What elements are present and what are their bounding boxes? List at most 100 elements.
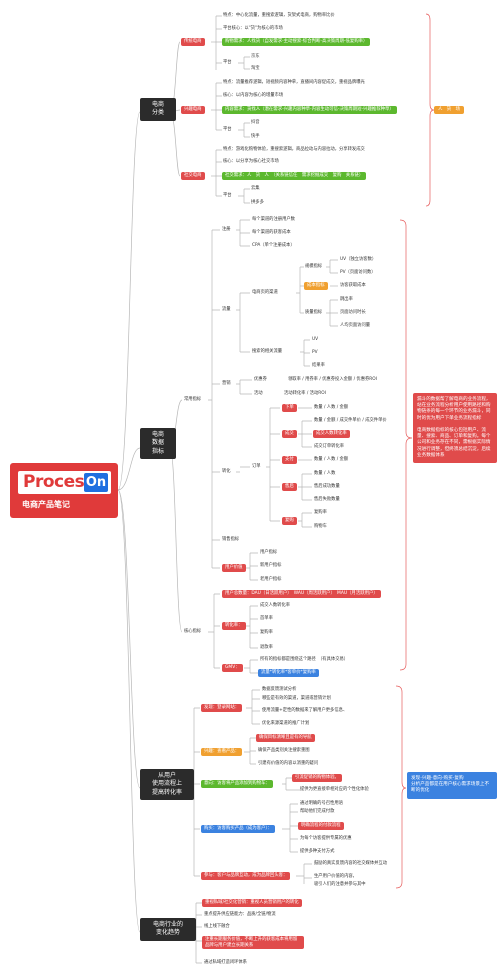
metric-ops: 营销 <box>222 381 231 386</box>
conv-order: 订单 <box>252 464 261 469</box>
metric-common: 常用指标 <box>184 397 202 402</box>
order-aftersale: 售后 <box>282 483 297 491</box>
logo-on-text: On <box>84 473 108 492</box>
main-node-user-flow: 从用户 使用流程上 提高转化率 <box>140 769 194 801</box>
order-deal-2: 成交订单转化率 <box>314 444 345 449</box>
social-logic: 社交需求：人 货 人 （关系链信任 需求挖掘成交 复购 关系链） <box>222 172 367 180</box>
ops-coupon-detail: 领取率 / 用券率 / 优惠券投入金额 / 优惠券ROI <box>288 377 377 382</box>
traffic-search: 搜索的相关流量 <box>252 349 283 354</box>
search-result-rate: 结果率 <box>312 363 325 368</box>
tag-people-goods-place: 人 货 场 <box>434 106 464 114</box>
social-feature-1: 特点：游戏化购物体验，重搜索逻辑，商品拉动与内容拉动，分享转发成交 <box>223 147 365 152</box>
core-rate-1: 成交人数转化率 <box>260 603 291 608</box>
social-platform-yunji: 云集 <box>251 186 260 191</box>
core-users: 用户总数量：DAU（日活跃用户） WAU（周活跃用户） MAU（月活跃用户） <box>222 590 381 598</box>
order-place-1: 数量 / 人数 / 金额 <box>314 405 349 410</box>
metric-reg-2: 每个渠道的获客成本 <box>252 230 291 235</box>
trend-2: 重点提升供应链能力：品质/全链/物流 <box>204 912 276 917</box>
social-platform: 平台 <box>223 193 232 198</box>
order-deal: 成交 <box>282 430 297 438</box>
user-value-3: 老用户指标 <box>260 577 282 582</box>
metric-user-value: 用户价值 <box>222 564 246 572</box>
core-gmv: GMV： <box>222 664 243 672</box>
trad-feature-2: 平台核心：以"货"为核心的市场 <box>223 26 283 31</box>
order-place: 下单 <box>282 404 297 412</box>
traffic-page-channel: 电商页的渠道 <box>252 290 278 295</box>
core-rate-3: 复购率 <box>260 630 273 635</box>
trend-3: 线上线下融合 <box>204 924 230 929</box>
flow-intent-2: 提供为更直接单相对应的个性化体验 <box>300 787 369 792</box>
flow-purchase-3: 明确流程的付款流程 <box>298 822 344 830</box>
flow-purchase-1: 通过明确的号召性用语 <box>300 801 343 806</box>
flow-purchase: 购买：访客购买产品（成为客户）： <box>201 825 276 833</box>
order-aftersale-3: 售后失败数量 <box>314 497 340 502</box>
flow-discover-3: 使用流量+定性的数据来了解用户更多信息、 <box>262 708 348 713</box>
ops-activity: 活动 <box>254 391 263 396</box>
metric-register: 注册 <box>222 227 231 232</box>
core-gmv-1: 所有的指标都是围绕这个路径 （有具体交易） <box>260 657 349 662</box>
flow-discover-4: 优化来源渠道的推广计划 <box>262 721 310 726</box>
main-node-data-metrics: 电商 数据 指标 <box>140 428 176 460</box>
metric-core: 核心指标 <box>184 629 202 634</box>
search-uv: UV <box>312 337 319 342</box>
flow-engage-1: 鼓励的真实反馈内容的社交媒体并互动 <box>314 861 388 866</box>
root-node: Process On 电商产品笔记 <box>10 463 118 518</box>
traffic-cost: 成本指标 <box>304 282 328 290</box>
root-title: 电商产品笔记 <box>22 500 70 509</box>
traffic-quality-3: 人均页面访问量 <box>340 323 371 328</box>
metric-reg-1: 每个渠道的注册用户数 <box>252 217 295 222</box>
search-pv: PV <box>312 350 318 355</box>
logo-process-text: Process <box>23 472 94 492</box>
flow-purchase-2: 帮助他们完成付款 <box>300 809 335 814</box>
traffic-pv: PV（页面访问数） <box>340 270 376 275</box>
order-aftersale-2: 售后成功数量 <box>314 484 340 489</box>
social-platform-pdd: 拼多多 <box>251 200 264 205</box>
flow-discover: 发现：登录网站： <box>201 704 243 712</box>
ops-coupon: 优惠券 <box>254 377 267 382</box>
metric-conversion: 转化 <box>222 469 231 474</box>
metric-reg-3: CPA（单个注册成本） <box>252 243 295 248</box>
flow-engage-3: 吸引人们的注意并参与其中 <box>314 882 366 887</box>
order-pay-1: 数量 / 人数 / 金额 <box>314 457 349 462</box>
cat-interest: 兴趣电商 <box>181 106 205 114</box>
trad-platform: 平台 <box>223 60 232 65</box>
ops-activity-detail: 活动转化率 / 活动ROI <box>284 391 326 396</box>
content-platform: 平台 <box>223 127 232 132</box>
trad-platform-jd: 京东 <box>251 54 260 59</box>
traffic-quality-1: 跳出率 <box>340 297 353 302</box>
flow-engage-2: 生产用户价值的内容， <box>314 874 357 879</box>
trad-feature-1: 特点：中心化流量，重搜索逻辑，货架式电商，购物率比价 <box>223 13 335 18</box>
cat-traditional: 传统电商 <box>181 38 205 46</box>
note-metrics-summary: 漏斗的数据帮了解电商的业务流程，站在业务流程分析用户使用路径和购物链条的每一个环… <box>413 393 497 463</box>
order-pay: 支付 <box>282 456 297 464</box>
flow-engage: 参与：客户与品牌互动，成为品牌回头客： <box>201 872 291 880</box>
trend-4: 注重长期服务价值，不断上升的获客成本将用留品牌与用户建立长期关系 <box>202 936 304 949</box>
flow-intent: 意向：访客将产品添加到购物车： <box>201 780 273 788</box>
metric-sales: 销售指标 <box>222 537 240 542</box>
content-logic: 内容需求：货找人（潜在需求-兴趣内容种草-内容生动可信-决策周期短-兴趣推荐种草… <box>222 106 397 114</box>
trend-5: 通过私域打造闭环体系 <box>204 960 247 965</box>
core-rate-4: 退款率 <box>260 645 273 650</box>
trend-1: 重视私域/社交化营销：重视人员营销用户的转化 <box>202 899 302 907</box>
traffic-scale: 规模指标 <box>305 264 323 269</box>
flow-discover-1: 数据反馈测试分析 <box>262 687 297 692</box>
note-flow-summary: 发现-兴趣-意向-购买-复购 分析产品都是在用户核心需求场景上不断的优化 <box>407 772 497 799</box>
flow-interest-1: 确保目标清晰且是有的导航 <box>256 734 315 742</box>
content-platform-douyin: 抖音 <box>251 120 260 125</box>
social-feature-2: 核心：以分享为核心社交市场 <box>223 159 279 164</box>
order-repurchase-2: 购物车 <box>314 524 327 529</box>
flow-interest-2: 确保产品类别关注搜索重图 <box>258 748 310 753</box>
user-value-2: 新用户指标 <box>260 563 282 568</box>
core-gmv-2: 流量*转化率*客单价*复购率 <box>258 669 319 677</box>
metric-traffic: 流量 <box>222 307 231 312</box>
main-node-industry-trends: 电商行业的 变化趋势 <box>140 918 196 941</box>
order-repurchase-1: 复购率 <box>314 510 327 515</box>
flow-intent-1: 引流促销的购物体验。 <box>292 774 342 782</box>
cat-social: 社交电商 <box>181 172 205 180</box>
user-value-1: 用户指标 <box>260 550 278 555</box>
traffic-quality: 质量指标 <box>305 310 323 315</box>
order-deal-1: 成交人数转化率 <box>313 430 350 438</box>
flow-purchase-5: 提供多种支付方式 <box>300 849 335 854</box>
content-platform-kuaishou: 快手 <box>251 134 260 139</box>
